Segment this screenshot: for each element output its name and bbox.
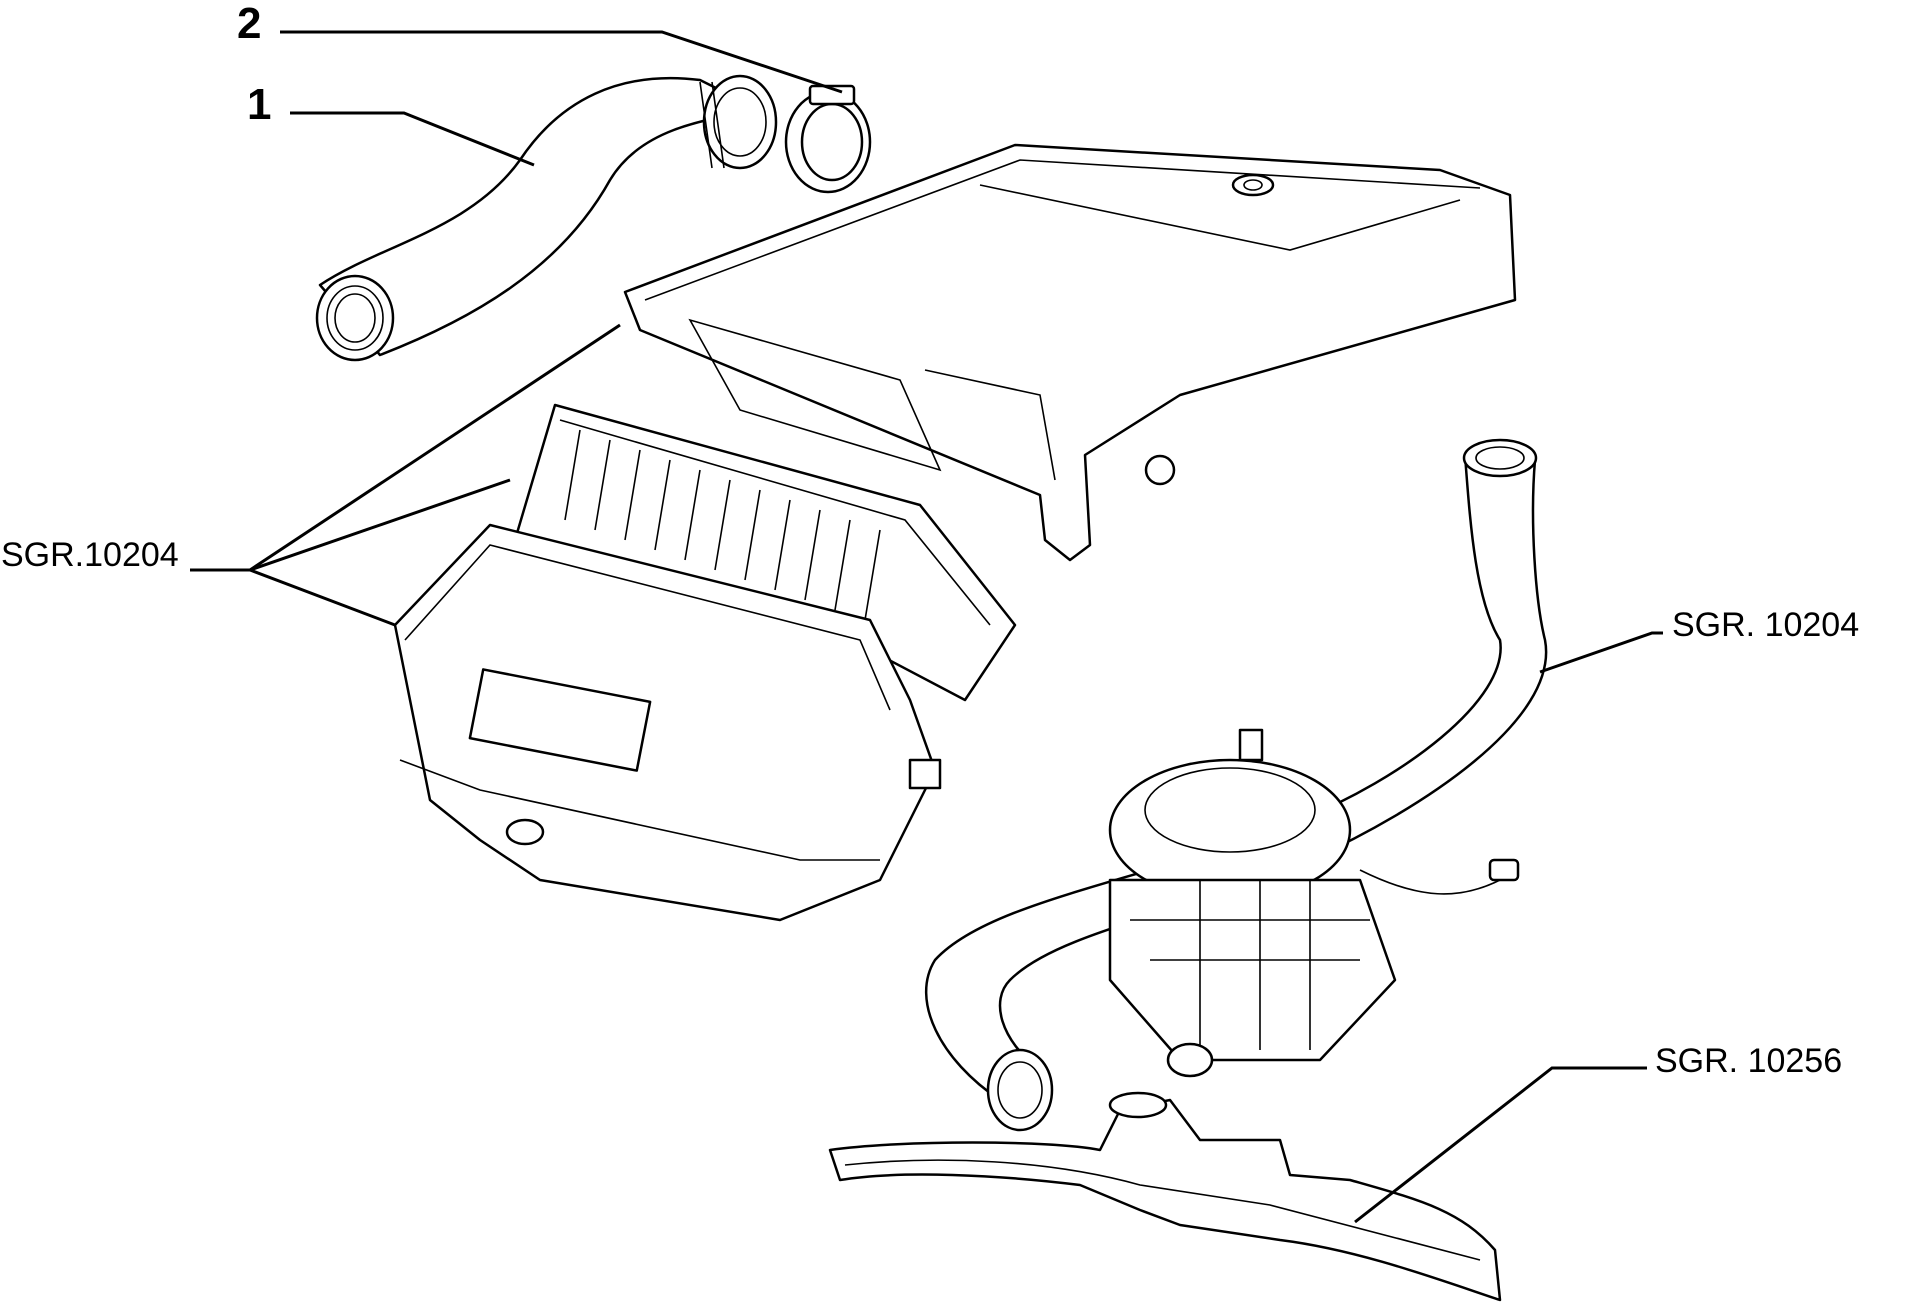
air-box-lower-housing [393,523,942,922]
label-ref-intake-duct: SGR. 10204 [1672,606,1859,644]
leader-lines [190,30,1663,1224]
label-ref-air-box: SGR.10204 [1,536,179,574]
carburettor [1108,728,1520,1078]
label-part-1: 1 [247,80,271,129]
clamp-part-2 [784,84,872,194]
label-ref-lower-duct: SGR. 10256 [1655,1042,1842,1080]
intake-duct [925,438,1548,1132]
lower-distribution-duct [828,1091,1502,1302]
callout-labels: 2 1 SGR.10204 SGR. 10204 SGR. 10256 [1,0,1859,1080]
hose-part-1 [315,74,778,362]
label-part-2: 2 [237,0,261,48]
air-box-cover [623,143,1517,562]
